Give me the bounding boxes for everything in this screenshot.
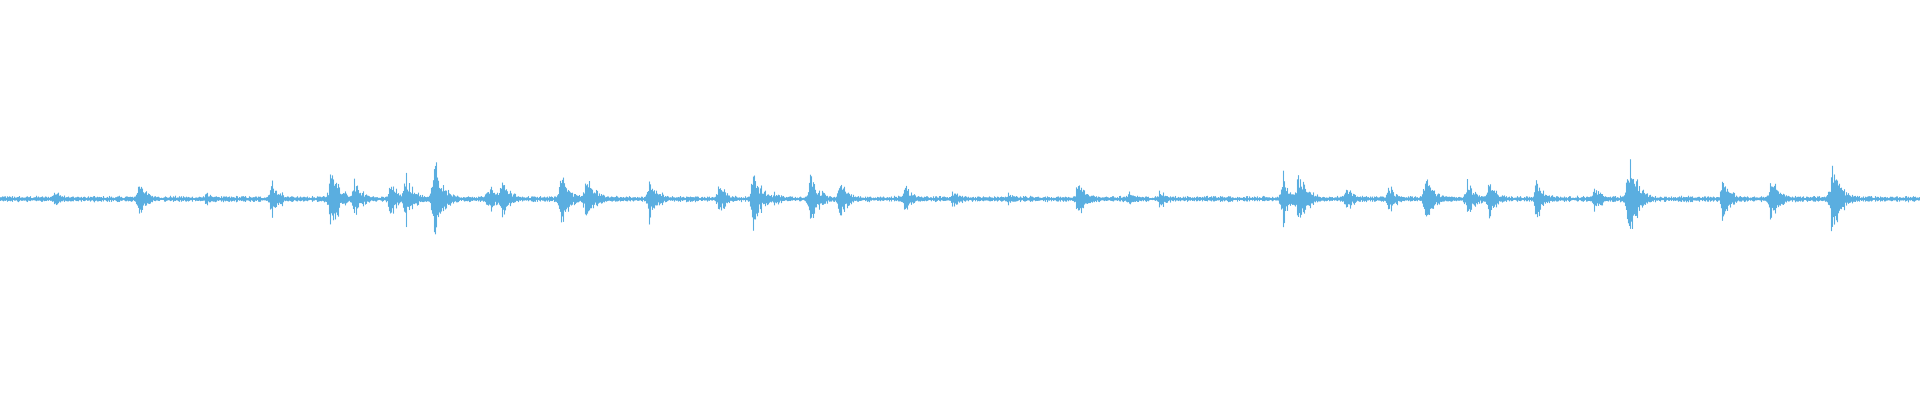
waveform-bars bbox=[0, 159, 1920, 235]
